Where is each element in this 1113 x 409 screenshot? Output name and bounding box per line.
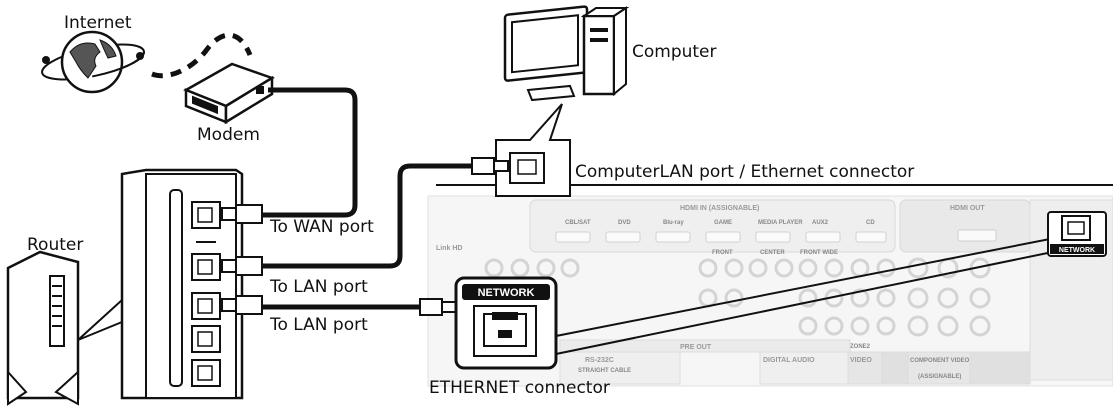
hdmi-input-bluray: Blu-ray <box>663 220 684 226</box>
modem-wan-cable <box>262 87 358 218</box>
rs232c-label: RS-232C <box>585 357 614 364</box>
computer-cable-plug-icon <box>471 157 509 175</box>
pre-out-label: PRE OUT <box>680 344 712 351</box>
internet-modem-dashed-link <box>151 32 253 79</box>
to-lan-port-label-2: To LAN port <box>269 315 368 335</box>
hdmi-input-row <box>555 231 887 243</box>
to-lan-port-label-1: To LAN port <box>269 277 368 297</box>
router-lan-port-1-icon <box>191 253 221 281</box>
to-wan-port-label: To WAN port <box>269 217 374 237</box>
hdmi-out-label: HDMI OUT <box>950 205 985 212</box>
hdmi-input-cd: CD <box>866 220 875 226</box>
router-zoom-callout <box>77 168 263 400</box>
router-lan-port-3-icon <box>191 325 221 353</box>
router-plug-lan1 <box>221 256 263 276</box>
hdmi-in-label: HDMI IN (ASSIGNABLE) <box>680 205 759 212</box>
router-computer-cable <box>262 163 472 269</box>
component-video-block <box>907 351 971 385</box>
internet-globe-icon <box>41 30 145 94</box>
digital-audio-label: DIGITAL AUDIO <box>763 357 815 364</box>
component-video-label: COMPONENT VIDEO <box>910 358 970 364</box>
router-lan-port-4-icon <box>191 359 221 387</box>
modem-label: Modem <box>197 125 260 145</box>
hdmi-input-aux2: AUX2 <box>812 220 829 226</box>
assignable-label: (ASSIGNABLE) <box>918 374 961 380</box>
ethernet-connector-label: ETHERNET connector <box>429 378 610 398</box>
router-icon <box>6 250 80 406</box>
computer-lan-port-label: ComputerLAN port / Ethernet connector <box>575 162 914 182</box>
router-label: Router <box>27 235 83 255</box>
zone2-label: ZONE2 <box>850 344 871 350</box>
link-hd-label: Link HD <box>436 245 462 252</box>
hdmi-out-port <box>957 229 997 242</box>
internet-label: Internet <box>64 13 132 33</box>
front-label: FRONT <box>712 250 733 256</box>
router-lan-port-2-icon <box>191 292 221 320</box>
hdmi-input-dvd: DVD <box>618 220 631 226</box>
rs232c-block <box>559 351 681 385</box>
computer-icon <box>503 5 630 102</box>
straight-cable-label: STRAIGHT CABLE <box>578 368 631 374</box>
network-badge-small: NETWORK <box>1059 247 1095 254</box>
router-plug-lan2 <box>221 295 263 315</box>
video-block <box>847 351 883 385</box>
computer-label: Computer <box>632 42 717 62</box>
hdmi-input-cbl: CBL/SAT <box>565 220 591 226</box>
center-label: CENTER <box>760 250 785 256</box>
receiver-network-port-large: NETWORK <box>454 276 558 370</box>
receiver-network-port-small: NETWORK <box>1047 211 1107 257</box>
router-plug-wan <box>221 204 263 224</box>
front-wide-label: FRONT WIDE <box>800 250 838 256</box>
hdmi-input-media: MEDIA PLAYER <box>758 220 803 226</box>
modem-icon <box>183 62 275 125</box>
receiver-cable-plug-icon <box>419 298 457 316</box>
digital-audio-block <box>759 351 849 385</box>
router-wan-port-icon <box>191 201 221 229</box>
component-video-out-block <box>969 351 1031 385</box>
callout-lines <box>555 237 1073 355</box>
video-label: VIDEO <box>850 357 872 364</box>
network-badge-large: NETWORK <box>478 287 535 299</box>
video-out-block <box>881 351 909 385</box>
hdmi-input-game: GAME <box>714 220 732 226</box>
computer-ethernet-port-icon <box>509 152 545 184</box>
pre-out-strip <box>559 339 851 353</box>
